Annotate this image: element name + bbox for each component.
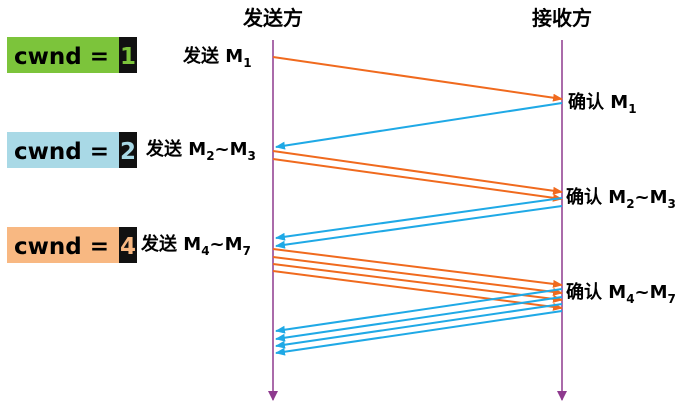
send-arrow <box>272 256 563 296</box>
round-1: cwnd = 1 发送 M1 确认 M1 <box>7 37 637 150</box>
ack-arrow <box>275 288 563 334</box>
send-arrow <box>272 150 563 195</box>
sender-header: 发送方 <box>242 6 303 30</box>
send-label: 发送 M4~M7 <box>140 233 251 258</box>
round-2: cwnd = 2 发送 M2~M3 确认 M2~M3 <box>7 132 676 249</box>
send-arrow <box>272 270 563 311</box>
send-arrow <box>272 56 563 102</box>
cwnd-label: cwnd = <box>14 139 109 165</box>
cwnd-value-box <box>119 37 137 73</box>
ack-arrow <box>275 197 563 241</box>
send-label: 发送 M1 <box>182 45 252 70</box>
ack-label: 确认 M1 <box>568 91 637 116</box>
round-3: cwnd = 4 发送 M4~M7 确认 M4~M7 <box>7 227 676 356</box>
cwnd-box-4 <box>7 227 119 263</box>
cwnd-value: 4 <box>120 234 136 260</box>
cwnd-label: cwnd = <box>14 234 109 260</box>
cwnd-value: 2 <box>120 139 136 165</box>
ack-arrow <box>275 205 563 249</box>
receiver-header: 接收方 <box>532 6 592 30</box>
cwnd-value: 1 <box>120 44 136 70</box>
cwnd-value-box <box>119 227 137 263</box>
send-arrow <box>272 248 563 288</box>
send-arrow <box>272 158 563 202</box>
ack-label: 确认 M4~M7 <box>566 281 676 306</box>
ack-arrow <box>275 296 563 342</box>
cwnd-label: cwnd = <box>14 44 109 70</box>
ack-arrow <box>275 310 563 356</box>
ack-arrow <box>275 102 563 150</box>
cwnd-box-2 <box>7 132 119 168</box>
send-label: 发送 M2~M3 <box>145 138 256 163</box>
cwnd-box-1 <box>7 37 119 73</box>
send-arrow <box>272 263 563 303</box>
ack-label: 确认 M2~M3 <box>566 186 676 211</box>
ack-arrow <box>275 303 563 349</box>
cwnd-value-box <box>119 132 137 168</box>
